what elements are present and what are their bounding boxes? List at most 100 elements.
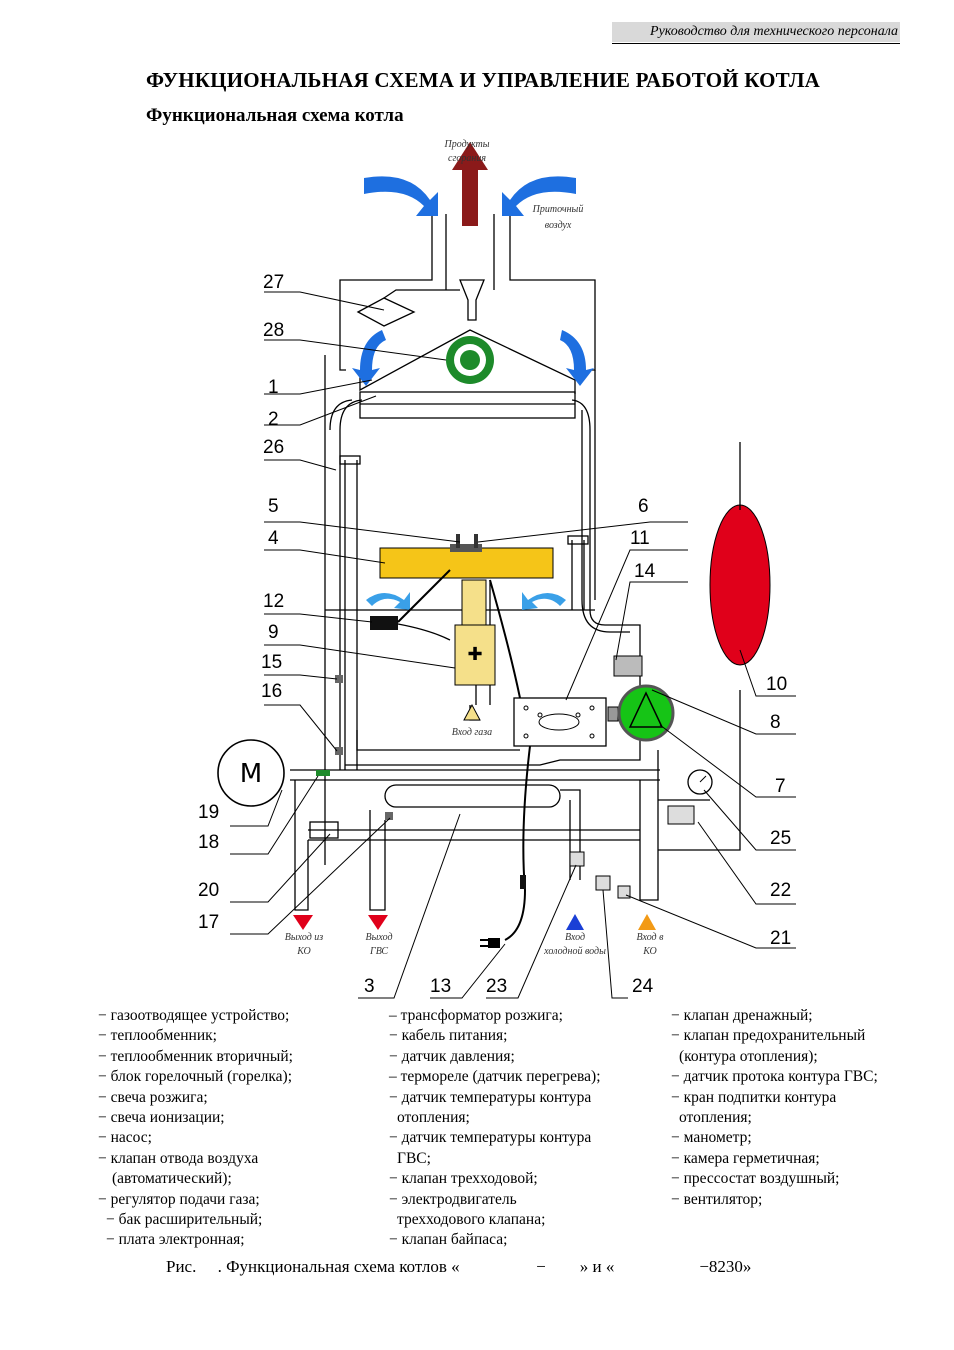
heating-inlet-label-2: КО <box>642 946 656 957</box>
legend-item: − клапан отвода воздуха <box>98 1149 259 1167</box>
legend-item: − свеча ионизации; <box>98 1109 225 1127</box>
legend-item: отопления; <box>397 1109 470 1127</box>
callout-13: 13 <box>430 976 451 997</box>
callout-18: 18 <box>198 832 219 853</box>
legend-item: − датчик давления; <box>389 1047 515 1065</box>
callout-21: 21 <box>770 928 791 949</box>
legend-item: − плата электронная; <box>106 1231 245 1249</box>
three-way-valve-motor <box>217 739 285 807</box>
callout-6: 6 <box>638 496 649 517</box>
cold-water-inlet-marker <box>566 914 584 930</box>
burner <box>379 547 554 579</box>
heating-outlet-marker <box>293 915 313 930</box>
callout-27: 27 <box>263 272 284 293</box>
legend-item: − клапан байпаса; <box>389 1231 508 1249</box>
intake-air-arrow-right <box>502 176 576 216</box>
callout-15: 15 <box>261 652 282 673</box>
air-label-2: воздух <box>545 220 572 231</box>
callout-2: 2 <box>268 409 279 430</box>
dhw-outlet-label-2: ГВС <box>369 946 388 957</box>
callout-12: 12 <box>263 591 284 612</box>
dhw-outlet-label-1: Выход <box>366 932 393 943</box>
callout-8: 8 <box>770 712 781 733</box>
legend-item: (контура отопления); <box>679 1047 818 1065</box>
legend-item: − датчик протока контура ГВС; <box>671 1068 878 1086</box>
callout-9: 9 <box>268 622 279 643</box>
flue-label-1: Продукты <box>444 139 490 150</box>
flue-duct-left <box>339 214 433 371</box>
legend-item: − блок горелочный (горелка); <box>98 1068 293 1086</box>
svg-text:✚: ✚ <box>467 644 482 665</box>
callout-5: 5 <box>268 496 279 517</box>
legend-item: − прессостат воздушный; <box>671 1170 840 1188</box>
legend-item: − электродвигатель <box>389 1190 517 1208</box>
intake-air-arrow-left <box>364 176 438 216</box>
legend-item: − теплообменник; <box>98 1027 217 1045</box>
legend-item: (автоматический); <box>112 1170 232 1188</box>
legend-item: – трансформатор розжига; <box>389 1007 563 1024</box>
cold-water-label-2: холодной воды <box>543 946 606 957</box>
cold-water-label-1: Вход <box>565 932 585 943</box>
secondary-heat-exchanger <box>384 784 561 808</box>
legend-item: − бак расширительный; <box>106 1211 263 1229</box>
expansion-vessel <box>709 504 771 666</box>
page-title: ФУНКЦИОНАЛЬНАЯ СХЕМА И УПРАВЛЕНИЕ РАБОТО… <box>145 68 821 92</box>
callout-4: 4 <box>268 528 279 549</box>
legend-item: − клапан дренажный; <box>671 1007 813 1024</box>
callout-19: 19 <box>198 802 219 823</box>
legend-item: – термореле (датчик перегрева); <box>389 1068 601 1086</box>
callout-10: 10 <box>766 674 787 695</box>
header-rule <box>612 43 900 44</box>
figure-caption: Рис. . Функциональная схема котлов « − »… <box>166 1257 752 1276</box>
legend-item: − кабель питания; <box>389 1027 508 1045</box>
heating-inlet-label-1: Вход в <box>637 932 665 943</box>
legend-item: − регулятор подачи газа; <box>98 1190 260 1208</box>
air-label-1: Приточный <box>532 204 584 215</box>
legend-item: − насос; <box>98 1129 152 1147</box>
legend-column-1: − газоотводящее устройство; − теплообмен… <box>98 1006 293 1251</box>
heating-outlet-label-2: КО <box>296 946 310 957</box>
gas-valve <box>461 579 487 626</box>
callout-16: 16 <box>261 681 282 702</box>
callout-24: 24 <box>632 976 654 997</box>
legend-item: трехходового клапана; <box>397 1211 546 1229</box>
legend-item: − свеча розжига; <box>98 1088 208 1106</box>
flue-gas-arrow <box>452 142 488 226</box>
power-plug-icon <box>480 938 500 948</box>
legend-column-3: − клапан дренажный; − клапан предохранит… <box>671 1006 878 1210</box>
callout-17: 17 <box>198 912 219 933</box>
dhw-outlet-marker <box>368 915 388 930</box>
legend-item: − манометр; <box>671 1129 752 1147</box>
legend-item: − вентилятор; <box>671 1190 763 1208</box>
heating-outlet-label-1: Выход из <box>285 932 323 943</box>
legend-item: − датчик температуры контура <box>389 1088 592 1106</box>
callout-1: 1 <box>268 377 279 398</box>
electronic-board <box>513 697 607 747</box>
ignition-transformer <box>370 616 398 630</box>
callout-26: 26 <box>263 437 284 458</box>
heating-inlet-marker <box>638 914 656 930</box>
callout-22: 22 <box>770 880 791 901</box>
callout-11: 11 <box>630 528 650 549</box>
gas-inlet-label: Вход газа <box>452 727 492 738</box>
legend-item: − датчик температуры контура <box>389 1129 592 1147</box>
flue-label-2: сгорания <box>448 153 486 164</box>
air-pressure-switch <box>356 297 416 327</box>
legend-item: − газоотводящее устройство; <box>98 1007 290 1024</box>
callout-7: 7 <box>775 776 786 797</box>
legend-item: − камера герметичная; <box>671 1149 820 1167</box>
callout-20: 20 <box>198 880 219 901</box>
legend-column-2: – трансформатор розжига; − кабель питани… <box>389 1006 601 1251</box>
header-note: Руководство для технического персонала <box>612 22 900 42</box>
legend-item: − кран подпитки контура <box>671 1088 837 1106</box>
callout-14: 14 <box>634 561 656 582</box>
flue-hood <box>359 329 576 394</box>
legend-item: ГВС; <box>397 1149 431 1167</box>
motor-symbol: M <box>240 759 262 789</box>
callout-3: 3 <box>364 976 375 997</box>
legend-item: − клапан трехходовой; <box>389 1170 538 1188</box>
legend-item: − теплообменник вторичный; <box>98 1047 293 1065</box>
callout-23: 23 <box>486 976 507 997</box>
flue-duct-right <box>509 214 596 371</box>
heat-exchanger <box>359 391 576 419</box>
